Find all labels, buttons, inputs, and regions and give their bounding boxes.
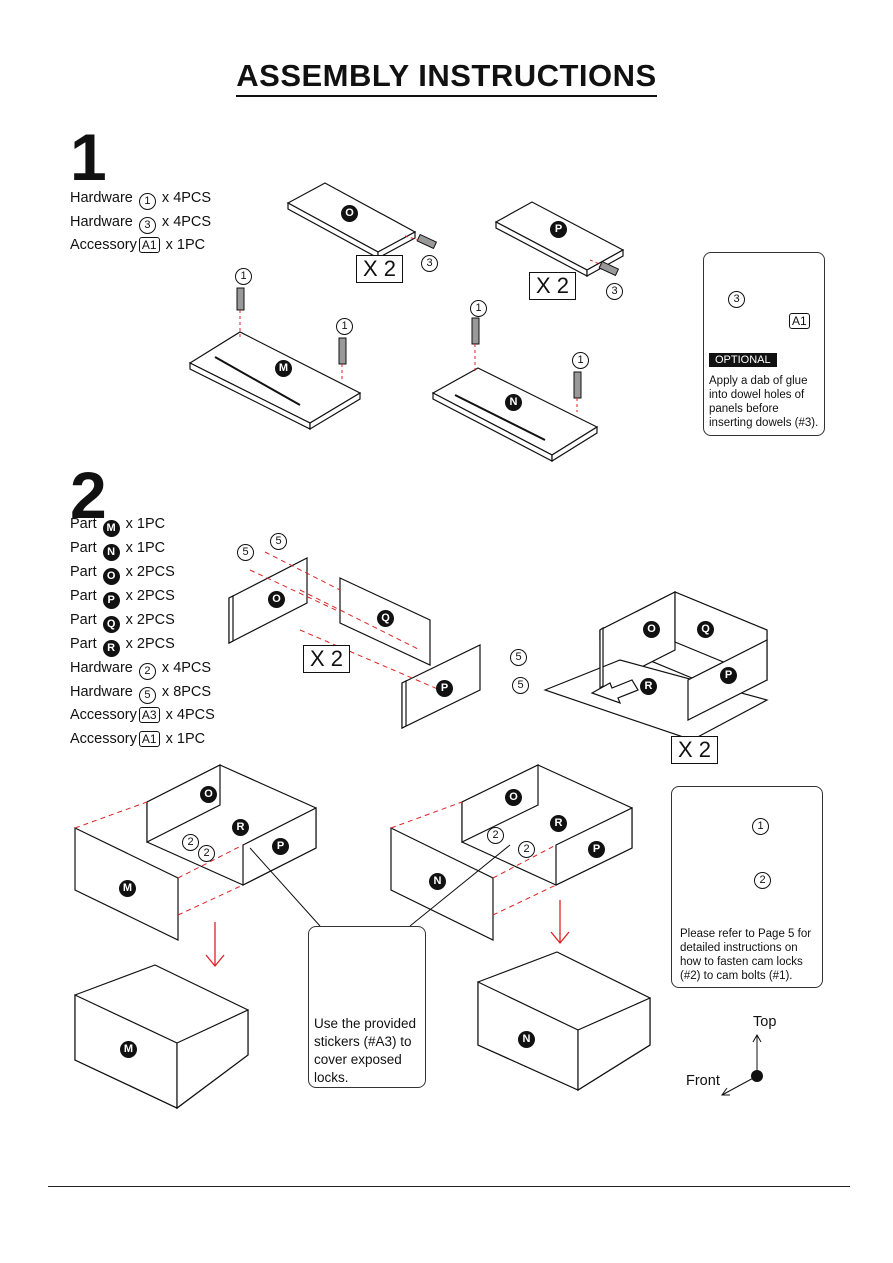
list-item: Hardware 1 x 4PCS bbox=[70, 187, 211, 211]
hardware-2-callout: 2 bbox=[198, 845, 215, 862]
hardware-2-callout: 2 bbox=[518, 841, 535, 858]
part-label-r: R bbox=[640, 678, 657, 695]
list-item: Hardware 2 x 4PCS bbox=[70, 657, 215, 681]
part-label-o: O bbox=[643, 621, 660, 638]
hardware-1-callout: 1 bbox=[572, 352, 589, 369]
part-label-o: O bbox=[268, 591, 285, 608]
hardware-1-callout: 1 bbox=[470, 300, 487, 317]
part-label-n: N bbox=[429, 873, 446, 890]
multiplier-label: X 2 bbox=[671, 736, 719, 764]
orientation-top-label: Top bbox=[753, 1014, 777, 1030]
list-item: Part O x 2PCS bbox=[70, 561, 215, 585]
step-1-parts-list: Hardware 1 x 4PCS Hardware 3 x 4PCS Acce… bbox=[70, 187, 211, 258]
multiplier-label: X 2 bbox=[303, 645, 351, 673]
orientation-front-label: Front bbox=[686, 1073, 720, 1089]
part-label-n: N bbox=[505, 394, 522, 411]
part-label-p: P bbox=[588, 841, 605, 858]
part-label-o: O bbox=[505, 789, 522, 806]
hardware-2-callout: 2 bbox=[182, 834, 199, 851]
part-label-m: M bbox=[119, 880, 136, 897]
part-label-p: P bbox=[272, 838, 289, 855]
list-item: Part Q x 2PCS bbox=[70, 609, 215, 633]
hardware-5-callout: 5 bbox=[270, 533, 287, 550]
part-label-q: Q bbox=[697, 621, 714, 638]
sticker-note: Use the provided stickers (#A3) to cover… bbox=[314, 1016, 417, 1085]
step-2-number: 2 bbox=[70, 458, 107, 532]
optional-glue-panel: 3 A1 OPTIONAL Apply a dab of glue into d… bbox=[703, 252, 825, 436]
part-label-o: O bbox=[341, 205, 358, 222]
page-title: ASSEMBLY INSTRUCTIONS bbox=[0, 58, 893, 97]
origin-dot bbox=[751, 1070, 763, 1082]
hardware-3-callout: 3 bbox=[728, 291, 745, 308]
hardware-5-callout: 5 bbox=[512, 677, 529, 694]
hardware-1-callout: 1 bbox=[336, 318, 353, 335]
multiplier-label: X 2 bbox=[356, 255, 404, 283]
cam-lock-note: Please refer to Page 5 for detailed inst… bbox=[680, 928, 812, 982]
part-label-p: P bbox=[550, 221, 567, 238]
hardware-1-callout: 1 bbox=[235, 268, 252, 285]
optional-badge: OPTIONAL bbox=[709, 353, 777, 367]
part-label-o: O bbox=[200, 786, 217, 803]
hardware-2-callout: 2 bbox=[487, 827, 504, 844]
step-2-parts-list: Part M x 1PC Part N x 1PC Part O x 2PCS … bbox=[70, 513, 215, 751]
list-item: Part P x 2PCS bbox=[70, 585, 215, 609]
hardware-5-callout: 5 bbox=[510, 649, 527, 666]
sticker-panel: Use the provided stickers (#A3) to cover… bbox=[308, 926, 426, 1088]
list-item: Part R x 2PCS bbox=[70, 633, 215, 657]
part-label-m: M bbox=[120, 1041, 137, 1058]
footer-divider bbox=[48, 1186, 850, 1187]
accessory-a1-callout: A1 bbox=[789, 313, 810, 329]
hardware-3-callout: 3 bbox=[606, 283, 623, 300]
hardware-1-callout: 1 bbox=[752, 818, 769, 835]
cam-lock-panel: 1 2 Please refer to Page 5 for detailed … bbox=[671, 786, 823, 988]
hardware-2-callout: 2 bbox=[754, 872, 771, 889]
step-1-number: 1 bbox=[70, 120, 107, 194]
list-item: Part M x 1PC bbox=[70, 513, 215, 537]
list-item: Hardware 5 x 8PCS bbox=[70, 681, 215, 705]
part-label-p: P bbox=[720, 667, 737, 684]
part-label-m: M bbox=[275, 360, 292, 377]
multiplier-label: X 2 bbox=[529, 272, 577, 300]
list-item: Hardware 3 x 4PCS bbox=[70, 211, 211, 235]
optional-note: Apply a dab of glue into dowel holes of … bbox=[709, 375, 819, 429]
list-item: Part N x 1PC bbox=[70, 537, 215, 561]
hardware-5-callout: 5 bbox=[237, 544, 254, 561]
part-label-q: Q bbox=[377, 610, 394, 627]
part-label-p: P bbox=[436, 680, 453, 697]
part-label-r: R bbox=[550, 815, 567, 832]
part-label-n: N bbox=[518, 1031, 535, 1048]
part-label-r: R bbox=[232, 819, 249, 836]
hardware-3-callout: 3 bbox=[421, 255, 438, 272]
